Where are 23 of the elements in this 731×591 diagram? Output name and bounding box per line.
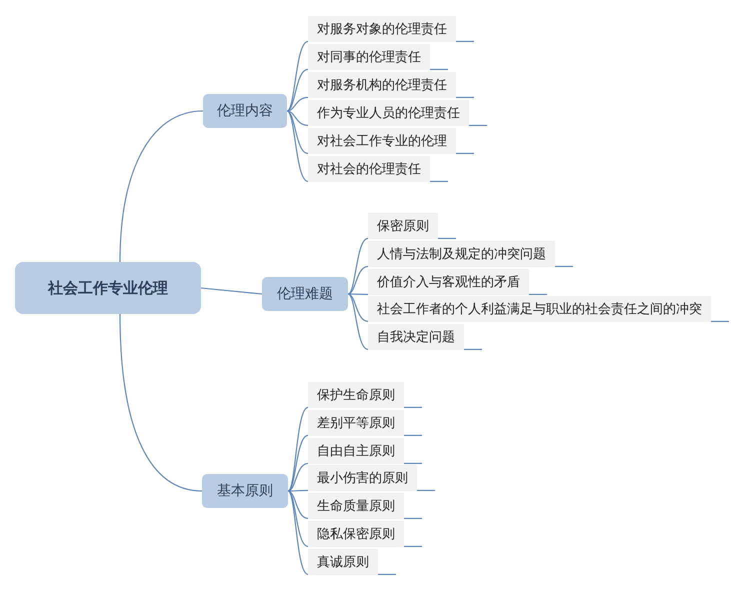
connector-line — [286, 110, 448, 182]
connector-line — [200, 287, 262, 295]
connector-line — [286, 110, 487, 126]
connector-line — [286, 96, 474, 112]
connector-line — [348, 294, 729, 322]
connector-line — [286, 68, 448, 112]
connector-line — [286, 40, 474, 112]
connector-line — [119, 110, 204, 262]
branch-topic: 基本原则 — [202, 474, 288, 508]
connector-line — [288, 490, 422, 519]
root-topic: 社会工作专业伦理 — [15, 262, 201, 314]
connector-line — [288, 434, 422, 492]
connector-line — [119, 314, 202, 492]
branch-topic: 伦理难题 — [262, 277, 348, 311]
connector-line — [348, 266, 573, 294]
connector-line — [348, 238, 456, 294]
connector-line — [286, 110, 474, 154]
connector-line — [288, 406, 422, 492]
connector-line — [288, 490, 396, 575]
connector-line — [288, 490, 422, 547]
branch-topic: 伦理内容 — [203, 94, 287, 128]
connector-line — [288, 462, 422, 492]
connector-line — [348, 294, 482, 350]
